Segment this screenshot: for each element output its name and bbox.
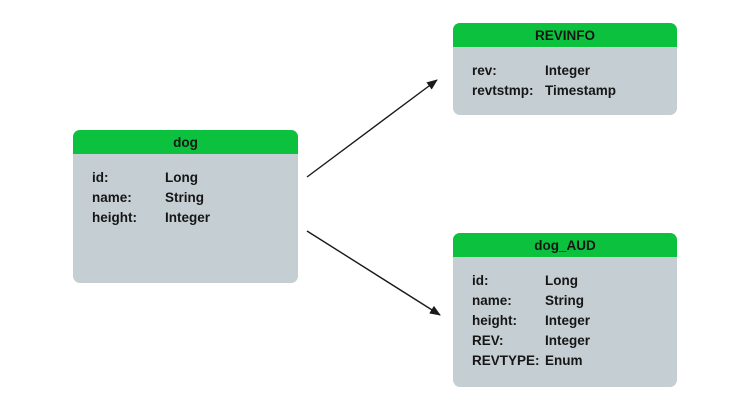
table-title: dog	[173, 134, 198, 150]
field-type: Timestamp	[545, 83, 617, 98]
field-name: height:	[472, 313, 517, 328]
field-type: Enum	[545, 353, 583, 368]
field-row: height: Integer	[92, 208, 288, 228]
field-row: id: Long	[472, 271, 667, 291]
field-name: id:	[92, 170, 109, 185]
field-name: REVTYPE:	[472, 353, 540, 368]
field-name: revtstmp:	[472, 83, 534, 98]
arrow-dog-to-revinfo	[306, 79, 438, 178]
table-title: dog_AUD	[534, 237, 596, 253]
entity-table-dog: dog id: Long name: String height: Intege…	[73, 130, 298, 283]
arrow-dog-to-dog-aud	[306, 230, 441, 316]
field-row: name: String	[472, 291, 667, 311]
field-row: id: Long	[92, 168, 288, 188]
field-name: rev:	[472, 63, 497, 78]
field-name: REV:	[472, 333, 504, 348]
field-type: String	[165, 190, 204, 205]
field-type: Integer	[545, 313, 591, 328]
table-body: id: Long name: String height: Integer	[73, 154, 298, 228]
field-type: String	[545, 293, 584, 308]
field-row: rev: Integer	[472, 61, 667, 81]
table-body: id: Long name: String height: Integer RE…	[453, 257, 677, 371]
field-type: Long	[545, 273, 578, 288]
field-row: name: String	[92, 188, 288, 208]
table-title: REVINFO	[534, 27, 595, 43]
field-row: REV: Integer	[472, 331, 667, 351]
table-header: dog_AUD	[453, 233, 677, 257]
field-name: id:	[472, 273, 489, 288]
field-name: name:	[472, 293, 512, 308]
field-type: Integer	[545, 333, 591, 348]
table-header: dog	[73, 130, 298, 154]
field-type: Integer	[545, 63, 591, 78]
table-body: rev: Integer revtstmp: Timestamp	[453, 47, 677, 101]
field-row: height: Integer	[472, 311, 667, 331]
entity-table-revinfo: REVINFO rev: Integer revtstmp: Timestamp	[453, 23, 677, 115]
field-type: Integer	[165, 210, 211, 225]
field-name: name:	[92, 190, 132, 205]
field-row: REVTYPE: Enum	[472, 351, 667, 371]
field-row: revtstmp: Timestamp	[472, 81, 667, 101]
field-name: height:	[92, 210, 137, 225]
table-header: REVINFO	[453, 23, 677, 47]
entity-table-dog-aud: dog_AUD id: Long name: String height: In…	[453, 233, 677, 387]
field-type: Long	[165, 170, 198, 185]
